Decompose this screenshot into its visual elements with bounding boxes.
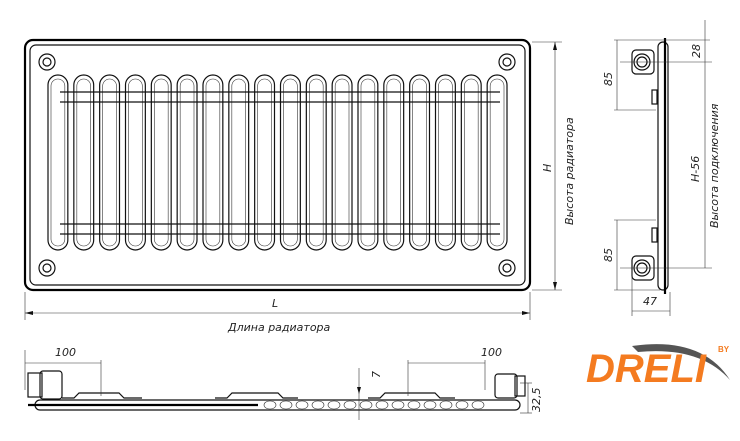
tube bbox=[254, 74, 276, 251]
dreli-logo: DRELI BY bbox=[582, 340, 732, 390]
tube bbox=[305, 74, 327, 251]
front-inner-frame bbox=[29, 44, 526, 286]
tube bbox=[47, 74, 69, 251]
right-offset-dimension: 100 bbox=[481, 346, 502, 359]
section-oval bbox=[407, 400, 421, 410]
upper-nipple-dimension: 85 bbox=[602, 72, 615, 86]
lower-nipple-dimension: 85 bbox=[602, 248, 615, 262]
collector-top bbox=[60, 91, 500, 235]
section-oval bbox=[263, 400, 277, 410]
section-oval bbox=[327, 400, 341, 410]
front-view: L Длина радиатора H Высота радиатора bbox=[23, 38, 576, 334]
section-oval bbox=[295, 400, 309, 410]
tube-inner bbox=[50, 78, 66, 247]
section-oval bbox=[455, 400, 469, 410]
tube-inner bbox=[205, 78, 221, 247]
top-offset-dimension: 28 bbox=[690, 44, 703, 58]
tube bbox=[331, 74, 353, 251]
length-caption: Длина радиатора bbox=[227, 321, 331, 334]
height-caption: Высота радиатора bbox=[563, 117, 576, 225]
bottom-view: 100 100 7 32,5 bbox=[24, 346, 543, 420]
corner-plugs bbox=[38, 53, 516, 277]
tube-inner bbox=[128, 78, 143, 247]
tube bbox=[357, 74, 379, 251]
connection-height-caption: Высота подключения bbox=[708, 103, 721, 228]
section-oval bbox=[439, 400, 453, 410]
tube-inner bbox=[386, 78, 401, 247]
tube bbox=[228, 74, 250, 251]
connection-height-dimension: H-56 bbox=[689, 156, 702, 182]
section-ovals bbox=[263, 400, 485, 410]
tube-inner bbox=[154, 78, 169, 247]
tube-inner bbox=[231, 78, 246, 247]
tube-group bbox=[47, 74, 508, 251]
section-oval bbox=[311, 400, 325, 410]
logo-graphic: DRELI BY bbox=[586, 344, 730, 390]
tube bbox=[383, 74, 405, 251]
logo-text: DRELI bbox=[586, 347, 707, 390]
section-oval bbox=[375, 400, 389, 410]
tube bbox=[176, 74, 198, 251]
section-oval bbox=[471, 400, 485, 410]
tube bbox=[434, 74, 456, 251]
front-outer-frame bbox=[23, 38, 532, 292]
tube bbox=[409, 74, 431, 251]
tube bbox=[460, 74, 482, 251]
length-symbol: L bbox=[272, 297, 278, 310]
section-oval bbox=[343, 400, 357, 410]
tube bbox=[124, 74, 146, 251]
tube-inner bbox=[76, 78, 91, 247]
plug-icon bbox=[38, 259, 56, 277]
tube-inner bbox=[334, 78, 350, 247]
section-oval bbox=[423, 400, 437, 410]
tube-inner bbox=[464, 78, 479, 247]
section-oval bbox=[391, 400, 405, 410]
section-oval bbox=[279, 400, 293, 410]
tube-inner bbox=[257, 78, 272, 247]
tube-inner bbox=[412, 78, 427, 247]
tube bbox=[202, 74, 224, 251]
tube-inner bbox=[360, 78, 376, 247]
tube-inner bbox=[102, 78, 117, 247]
tube-inner bbox=[489, 78, 505, 247]
tube bbox=[73, 74, 95, 251]
side-panel bbox=[657, 41, 669, 291]
logo-suffix: BY bbox=[718, 345, 730, 354]
tube-inner bbox=[438, 78, 453, 247]
height-dimension: 32,5 bbox=[530, 388, 543, 413]
gap-dimension: 7 bbox=[370, 371, 383, 378]
plug-icon bbox=[498, 53, 516, 71]
height-symbol: H bbox=[541, 164, 554, 172]
tube-inner bbox=[283, 78, 298, 247]
tube bbox=[486, 74, 508, 251]
depth-dimension: 47 bbox=[643, 295, 657, 308]
plug-icon bbox=[498, 259, 516, 277]
tube-inner bbox=[179, 78, 195, 247]
logo-swoosh bbox=[632, 344, 730, 380]
left-offset-dimension: 100 bbox=[55, 346, 76, 359]
section-oval bbox=[359, 400, 373, 410]
plug-icon bbox=[38, 53, 56, 71]
tube bbox=[150, 74, 172, 251]
side-view: 85 85 28 H-56 Высота подключения 47 bbox=[602, 20, 721, 316]
tube-inner bbox=[309, 78, 324, 247]
tube bbox=[99, 74, 121, 251]
tube bbox=[279, 74, 301, 251]
